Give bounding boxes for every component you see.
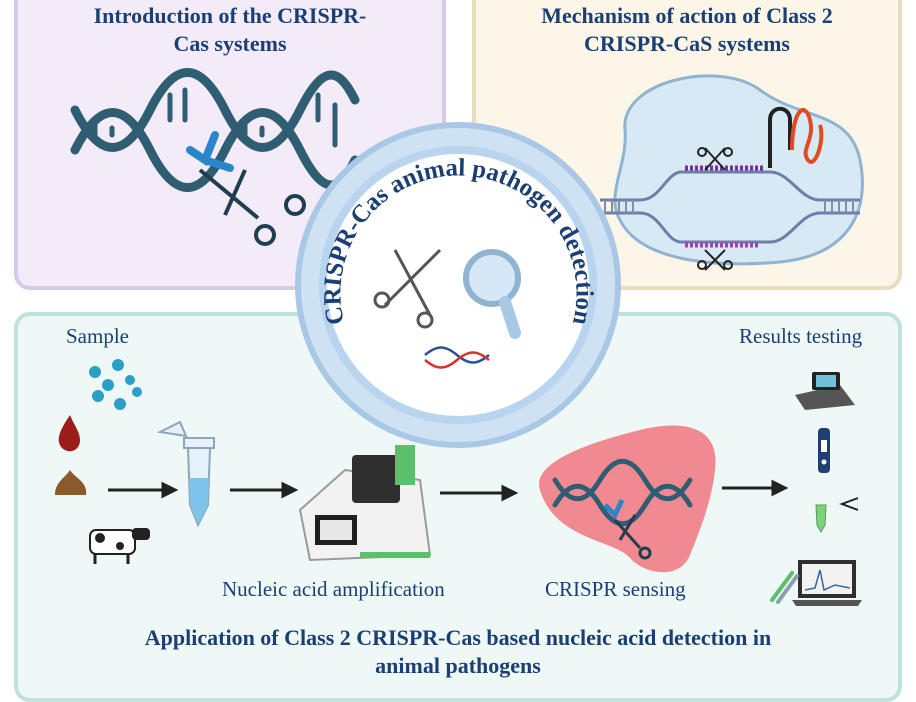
application-footer-title: Application of Class 2 CRISPR-Cas based … bbox=[14, 624, 902, 680]
fluorescence-tube-icon bbox=[815, 497, 859, 534]
sensing-label: CRISPR sensing bbox=[545, 577, 686, 601]
sample-label: Sample bbox=[66, 324, 129, 348]
sensing-dna-icon bbox=[552, 458, 693, 527]
intro-scissors-icon bbox=[198, 168, 306, 246]
amplification-label: Nucleic acid amplification bbox=[222, 577, 445, 601]
mechanism-title-line2: CRISPR-CaS systems bbox=[584, 31, 790, 56]
center-scissors-icon bbox=[373, 248, 442, 329]
intro-title: Introduction of the CRISPR- Cas systems bbox=[14, 2, 446, 58]
analyzer-device-icon bbox=[795, 372, 855, 410]
target-dna-icon bbox=[600, 106, 860, 248]
magnifier-icon bbox=[463, 249, 521, 339]
cell-blob-icon bbox=[539, 425, 716, 573]
blood-drop-icon bbox=[58, 415, 80, 452]
sensing-scissors-icon bbox=[603, 498, 652, 560]
test-tube-icon bbox=[156, 420, 215, 528]
results-label: Results testing bbox=[739, 324, 863, 348]
guide-rna-icon bbox=[186, 131, 234, 172]
test-strips-icon bbox=[770, 571, 799, 604]
lateral-flow-strip-icon bbox=[818, 428, 830, 473]
intro-dna-icon bbox=[70, 68, 360, 192]
illustration-canvas: CRISPR-Cas animal pathogen detection bbox=[55, 68, 864, 606]
mechanism-scissors-icon bbox=[697, 147, 733, 271]
center-dna-icon bbox=[424, 346, 490, 369]
mechanism-title-line1: Mechanism of action of Class 2 bbox=[541, 3, 833, 28]
footer-title-line2: animal pathogens bbox=[375, 653, 541, 678]
intro-title-line2: Cas systems bbox=[173, 31, 287, 56]
intro-title-line1: Introduction of the CRISPR- bbox=[93, 3, 367, 28]
cow-icon bbox=[89, 528, 150, 564]
flow-arrows bbox=[108, 479, 789, 502]
feces-icon bbox=[55, 470, 87, 495]
bacterial-cell-icon bbox=[613, 74, 864, 266]
pcr-machine-icon bbox=[298, 445, 432, 562]
footer-title-line1: Application of Class 2 CRISPR-Cas based … bbox=[144, 625, 772, 650]
center-ring-inner bbox=[319, 146, 597, 424]
laptop-icon bbox=[792, 560, 862, 606]
mechanism-title: Mechanism of action of Class 2 CRISPR-Ca… bbox=[472, 2, 902, 58]
virus-particles-icon bbox=[89, 359, 142, 410]
